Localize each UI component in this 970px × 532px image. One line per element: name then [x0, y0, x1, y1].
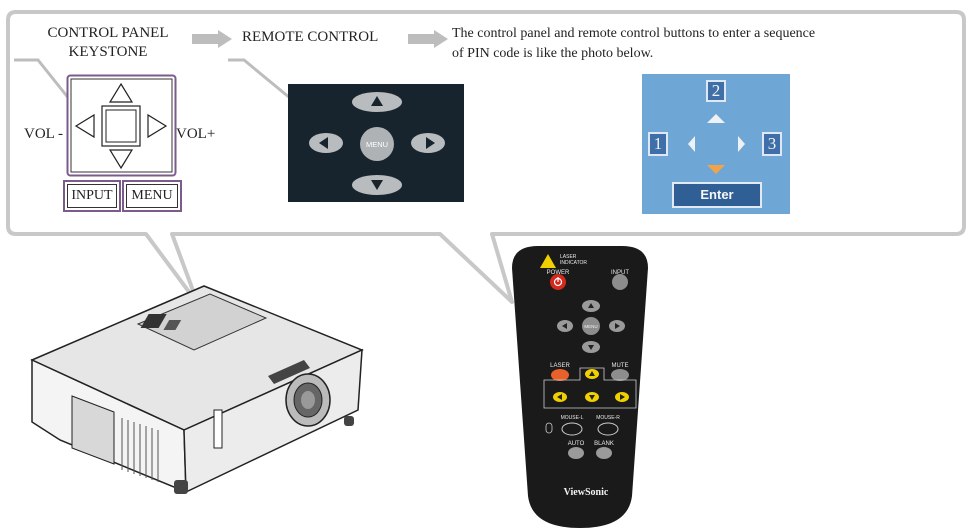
- keystone-up-button[interactable]: [108, 82, 134, 103]
- mouse-l-button[interactable]: [561, 422, 583, 436]
- pad-right-button[interactable]: [411, 133, 445, 153]
- pin-key-3[interactable]: 3: [762, 132, 782, 156]
- laser-indicator-label: LASER: [560, 254, 577, 260]
- pin-up-arrow-icon: [707, 114, 725, 123]
- mouse-up-button[interactable]: [585, 369, 599, 379]
- power-label: POWER: [547, 270, 570, 276]
- step-control-panel-line1: CONTROL PANEL: [47, 25, 169, 41]
- pin-description-line1: The control panel and remote control but…: [452, 26, 816, 41]
- pin-right-arrow-icon: [738, 136, 745, 152]
- input-label: INPUT: [611, 270, 629, 276]
- pad-menu-label: MENU: [366, 140, 388, 149]
- mouse-l-label: MOUSE-L: [561, 415, 584, 421]
- laser-label: LASER: [550, 363, 570, 369]
- vol-plus-button[interactable]: [147, 113, 168, 139]
- projector-illustration: [30, 285, 364, 494]
- vol-minus-label: VOL -: [24, 126, 64, 142]
- pin-key-1[interactable]: 1: [648, 132, 668, 156]
- step-control-panel: CONTROL PANEL KEYSTONE: [30, 24, 186, 62]
- laser-button[interactable]: [551, 369, 569, 381]
- brand-logo: ViewSonic: [564, 487, 609, 498]
- pin-enter-button[interactable]: Enter: [672, 182, 762, 208]
- auto-label: AUTO: [568, 441, 585, 447]
- laser-warning-icon: [540, 254, 556, 268]
- pin-description: The control panel and remote control but…: [452, 24, 815, 64]
- vol-minus-button[interactable]: [74, 113, 95, 139]
- remote-right-button[interactable]: [609, 320, 625, 332]
- input-button[interactable]: INPUT: [63, 180, 121, 212]
- center-button[interactable]: [105, 109, 137, 143]
- mute-label: MUTE: [612, 363, 629, 369]
- mouse-r-label: MOUSE-R: [596, 415, 620, 421]
- vol-plus-label: VOL+: [176, 126, 216, 142]
- auto-button[interactable]: [568, 447, 584, 459]
- remote-control: LASER INDICATOR POWER INPUT MENU LASER M…: [512, 246, 648, 528]
- mouse-icon: [545, 422, 553, 434]
- remote-menu-button[interactable]: MENU: [582, 317, 600, 335]
- remote-down-button[interactable]: [582, 341, 600, 353]
- remote-left-button[interactable]: [557, 320, 573, 332]
- pin-screen-photo: 2 1 3 Enter: [642, 74, 790, 214]
- pin-description-line2: of PIN code is like the photo below.: [452, 46, 654, 61]
- mute-button[interactable]: [611, 369, 629, 381]
- arrow-right-icon: [192, 30, 232, 48]
- arrow-right-icon: [408, 30, 448, 48]
- keystone-down-button[interactable]: [108, 149, 134, 170]
- input-button-label: INPUT: [67, 184, 117, 208]
- blank-label: BLANK: [594, 441, 614, 447]
- pad-left-button[interactable]: [309, 133, 343, 153]
- pin-key-2[interactable]: 2: [706, 80, 726, 102]
- step-remote-control: REMOTE CONTROL: [242, 29, 379, 45]
- svg-text:INDICATOR: INDICATOR: [560, 260, 587, 266]
- control-panel-keypad: [66, 74, 177, 177]
- mouse-r-button[interactable]: [597, 422, 619, 436]
- remote-input-button[interactable]: [612, 274, 628, 290]
- step-control-panel-line2: KEYSTONE: [68, 44, 148, 60]
- remote-pad-photo: MENU: [288, 84, 464, 202]
- pad-up-button[interactable]: [352, 92, 402, 112]
- mouse-down-button[interactable]: [585, 392, 599, 402]
- power-button[interactable]: [550, 274, 566, 290]
- menu-button[interactable]: MENU: [122, 180, 182, 212]
- remote-menu-label: MENU: [584, 324, 597, 329]
- remote-up-button[interactable]: [582, 300, 600, 312]
- pin-down-arrow-icon: [707, 165, 725, 174]
- menu-button-label: MENU: [126, 184, 178, 208]
- pad-menu-button[interactable]: MENU: [360, 127, 394, 161]
- blank-button[interactable]: [596, 447, 612, 459]
- pad-down-button[interactable]: [352, 175, 402, 195]
- pin-left-arrow-icon: [688, 136, 695, 152]
- mouse-left-button[interactable]: [553, 392, 567, 402]
- mouse-right-button[interactable]: [615, 392, 629, 402]
